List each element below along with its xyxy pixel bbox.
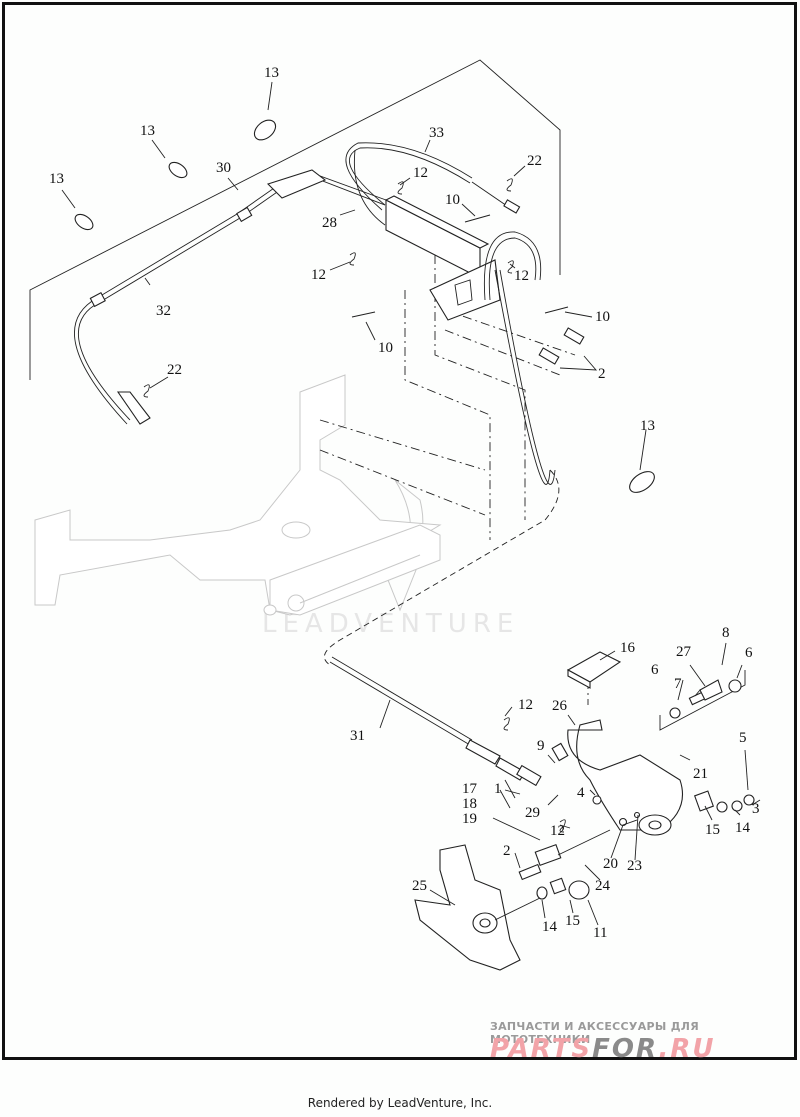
callout-24[interactable]: 24 [595,878,611,894]
brake-pedal-assembly [566,651,755,836]
callout-3[interactable]: 3 [752,801,760,817]
shop-tagline: ЗАПЧАСТИ И АКСЕССУАРЫ ДЛЯ МОТОТЕХНИКИ [490,1020,700,1046]
brake-cable-31 [329,656,542,787]
callout-9[interactable]: 9 [537,738,545,754]
callout-1[interactable]: 1 [494,781,502,797]
callout-2[interactable]: 2 [503,843,511,859]
cable-tie-icon [74,119,655,493]
hardware-small-parts [143,178,585,833]
callout-31[interactable]: 31 [350,728,365,744]
callout-25[interactable]: 25 [412,878,427,894]
callout-30[interactable]: 30 [216,160,231,176]
callout-16[interactable]: 16 [620,640,636,656]
callout-18[interactable]: 18 [462,796,477,812]
callout-22[interactable]: 22 [527,153,542,169]
shop-logo-part: .RU [658,1034,716,1064]
callout-22[interactable]: 22 [167,362,182,378]
callout-27[interactable]: 27 [676,644,692,660]
callout-12[interactable]: 12 [413,165,428,181]
callout-leaders [61,81,761,926]
callout-28[interactable]: 28 [322,215,337,231]
callout-17[interactable]: 17 [462,781,478,797]
callout-29[interactable]: 29 [525,805,540,821]
callout-26[interactable]: 26 [552,698,568,714]
callout-6[interactable]: 6 [651,662,659,678]
pedal-mount-bracket-25 [414,742,641,971]
callout-15[interactable]: 15 [565,913,580,929]
callout-32[interactable]: 32 [156,303,171,319]
assembly-routing-lines [319,255,746,731]
render-caption: Rendered by LeadVenture, Inc. [307,1096,493,1110]
equalizer-bracket [384,195,556,485]
callout-21[interactable]: 21 [693,766,708,782]
callout-8[interactable]: 8 [722,625,730,641]
callout-13[interactable]: 13 [140,123,155,139]
callout-23[interactable]: 23 [627,858,642,874]
callout-14[interactable]: 14 [542,919,558,935]
callout-13[interactable]: 13 [264,65,279,81]
callout-12[interactable]: 12 [550,823,565,839]
cable-33-28 [345,142,521,226]
cable-30-32 [74,169,387,425]
callout-10[interactable]: 10 [595,309,610,325]
callout-10[interactable]: 10 [378,340,393,356]
callout-11[interactable]: 11 [593,925,607,941]
callout-2[interactable]: 2 [598,366,606,382]
callout-15[interactable]: 15 [705,822,720,838]
callout-5[interactable]: 5 [739,730,747,746]
shop-logo-part: PARTS [490,1034,593,1064]
mounting-panel-outline [29,59,561,380]
callout-12[interactable]: 12 [311,267,326,283]
callout-14[interactable]: 14 [735,820,751,836]
callout-10[interactable]: 10 [445,192,460,208]
callout-19[interactable]: 19 [462,811,477,827]
shop-logo-part: FOR [592,1034,659,1064]
callout-labels: 13 13 13 30 33 22 12 10 28 12 12 32 10 1… [49,65,760,941]
callout-33[interactable]: 33 [429,125,444,141]
callout-4[interactable]: 4 [577,785,585,801]
callout-6[interactable]: 6 [745,645,753,661]
frame-bracket [34,374,442,616]
callout-12[interactable]: 12 [514,268,529,284]
callout-13[interactable]: 13 [49,171,64,187]
callout-20[interactable]: 20 [603,856,618,872]
callout-13[interactable]: 13 [640,418,655,434]
shop-logo[interactable]: PARTSFOR.RU [490,1034,716,1064]
callout-7[interactable]: 7 [674,676,682,692]
callout-12[interactable]: 12 [518,697,533,713]
